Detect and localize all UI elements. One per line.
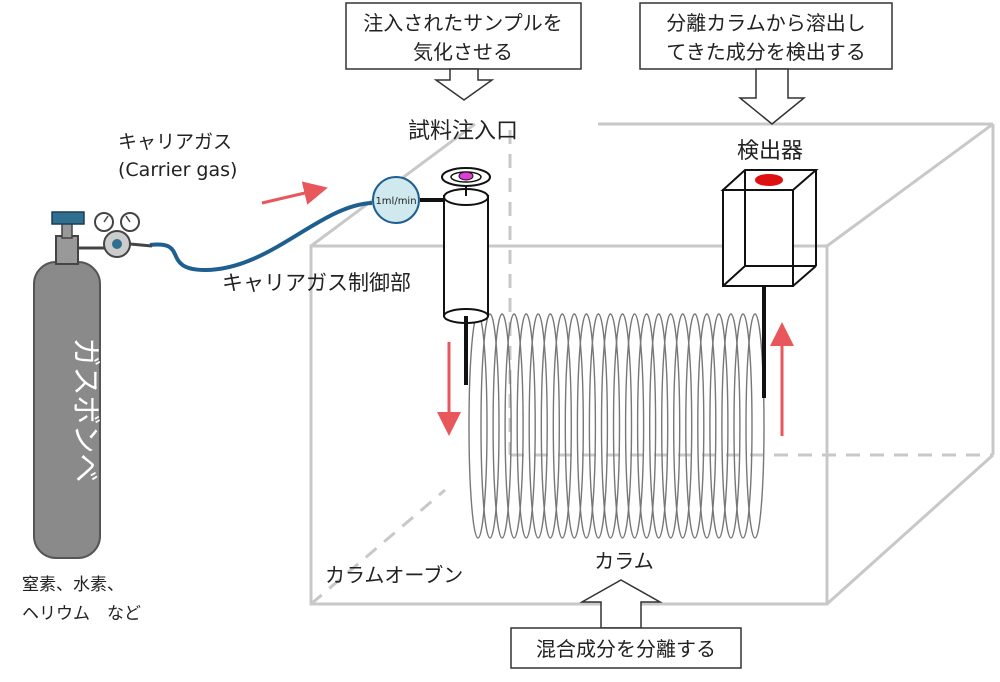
column-oven-box	[309, 122, 995, 606]
coil-loop	[576, 313, 597, 539]
gas-types-label-1: 窒素、水素、	[22, 575, 124, 595]
callout-separation: 混合成分を分離する	[510, 579, 742, 669]
callout-injection: 注入されたサンプルを 気化させる	[345, 2, 582, 101]
valve-cap-icon	[51, 211, 85, 225]
detector-label: 検出器	[737, 139, 803, 164]
coil-loop	[600, 313, 621, 539]
callout-arrow-icon	[433, 68, 495, 101]
flow-arrows	[261, 181, 794, 436]
coil-loop	[552, 313, 572, 539]
coil-loop	[721, 313, 741, 539]
flow-meter: 1ml/min	[372, 176, 420, 224]
callout-separate-text: 混合成分を分離する	[536, 637, 716, 661]
septum-icon	[458, 171, 474, 181]
coil-loop	[540, 313, 560, 539]
coil-loop	[661, 313, 681, 539]
coil-loop	[709, 313, 729, 539]
carrier-gas-label: キャリアガス	[118, 131, 232, 153]
column-label: カラム	[594, 549, 653, 573]
coil-loop	[649, 313, 669, 539]
coil-loop	[636, 313, 657, 539]
carrier-gas-hose	[149, 201, 373, 273]
carrier-gas-en-label: (Carrier gas)	[118, 159, 237, 181]
separation-column-coil	[468, 313, 765, 539]
flow-arrow-carrier	[261, 181, 328, 205]
coil-loop	[745, 313, 765, 539]
callout-detection: 分離カラムから溶出し てきた成分を検出する	[639, 2, 893, 125]
detector-sensor-icon	[755, 174, 783, 186]
gas-cylinder-label: ガスボンベ	[69, 337, 103, 482]
coil-loop	[588, 313, 609, 539]
gas-cylinder: ガスボンベ	[33, 211, 153, 559]
coil-loop	[492, 313, 512, 539]
coil-loop	[528, 313, 548, 539]
flow-meter-label: 1ml/min	[375, 196, 416, 207]
carrier-gas-control-label: キャリアガス制御部	[222, 271, 411, 295]
coil-loop	[564, 313, 584, 539]
column-oven-label: カラムオーブン	[325, 563, 463, 587]
coil-loop	[480, 313, 500, 539]
callout-detect-text-1: 分離カラムから溶出し	[666, 11, 865, 35]
callout-inject-text-2: 気化させる	[413, 40, 513, 64]
coil-loop	[733, 313, 753, 539]
injection-port-tube	[441, 167, 491, 385]
callout-arrow-icon	[737, 68, 807, 125]
coil-loop	[468, 313, 488, 539]
coil-loop	[624, 313, 645, 539]
injection-port-label: 試料注入口	[408, 119, 518, 144]
coil-loop	[697, 313, 717, 539]
coil-loop	[673, 313, 693, 539]
callout-detect-text-2: てきた成分を検出する	[666, 40, 865, 64]
coil-loop	[504, 313, 524, 539]
callout-inject-text-1: 注入されたサンプルを	[363, 11, 562, 35]
coil-loop	[685, 313, 705, 539]
detector-box	[720, 169, 819, 287]
coil-loop	[612, 313, 633, 539]
gas-types-label-2: ヘリウム など	[22, 604, 141, 624]
coil-loop	[516, 313, 536, 539]
